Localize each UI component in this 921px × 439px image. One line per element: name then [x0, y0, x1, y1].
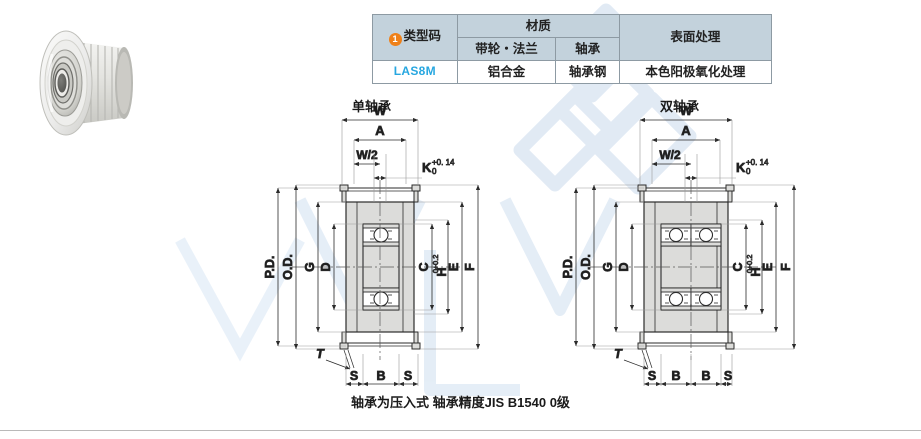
- dim-label-D: D: [319, 262, 333, 271]
- dim-label-S-right: S: [404, 369, 412, 383]
- dim-label-B-right: B: [701, 369, 710, 383]
- bearing-section-lower-right: [690, 287, 722, 311]
- dim-label-K-upper: +0. 14: [746, 158, 769, 167]
- dim-label-K-lower: 0: [746, 167, 751, 176]
- header-surface-treatment: 表面处理: [618, 14, 773, 61]
- dim-label-D: D: [617, 262, 631, 271]
- dim-label-PD: P.D.: [561, 256, 575, 279]
- header-pulley-flange: 带轮・法兰: [456, 37, 557, 61]
- bearing-section-upper: [362, 223, 400, 247]
- dim-label-W-half: W/2: [659, 148, 681, 162]
- cell-pulley-flange-material: 铝合金: [456, 60, 557, 84]
- cell-surface-treatment: 本色阳极氧化处理: [618, 60, 773, 84]
- dim-label-F: F: [779, 263, 793, 271]
- dim-label-W-half: W/2: [356, 148, 378, 162]
- bearing-section-lower-left: [660, 287, 692, 311]
- dim-label-T: T: [316, 347, 325, 361]
- dim-label-W: W: [374, 103, 387, 118]
- type-code-marker-icon: 1: [388, 33, 402, 46]
- dim-label-B: B: [376, 369, 385, 383]
- dim-label-G: G: [303, 262, 317, 272]
- header-bearing: 轴承: [555, 37, 620, 61]
- dim-label-K-lower: 0: [432, 167, 437, 176]
- dim-label-E: E: [447, 263, 461, 271]
- technical-drawing-single-bearing: W A W/2 K +0. 14 0 P.D. O.D. G: [263, 103, 481, 387]
- technical-drawing-double-bearing: W A W/2 K +0. 14 0 P.D. O.D. G: [561, 103, 797, 387]
- dim-label-H-upper: +0.2: [431, 255, 440, 270]
- product-photo: [22, 14, 154, 146]
- dim-label-PD: P.D.: [263, 256, 277, 279]
- drawing-title-double-bearing: 双轴承: [660, 99, 700, 114]
- dim-label-T: T: [614, 347, 623, 361]
- dim-label-C: C: [731, 262, 745, 271]
- header-type-code-label: 类型码: [403, 29, 442, 43]
- header-material: 材质: [456, 14, 620, 38]
- dim-label-H-lower: 0: [431, 269, 440, 273]
- cell-type-code: LAS8M: [372, 60, 458, 84]
- dim-label-S-left: S: [350, 369, 358, 383]
- bearing-hub: [47, 49, 83, 117]
- dim-label-A: A: [375, 123, 385, 138]
- drawing-note-caption: 轴承为压入式 轴承精度JIS B1540 0级: [351, 395, 570, 410]
- dim-label-OD: O.D.: [281, 254, 295, 280]
- dim-label-A: A: [681, 123, 691, 138]
- dim-label-E: E: [761, 263, 775, 271]
- dim-label-H-upper: +0.2: [745, 255, 754, 270]
- dim-label-S-right: S: [724, 369, 732, 383]
- dim-label-K: K: [736, 160, 746, 175]
- dim-label-F: F: [463, 263, 477, 271]
- bottom-divider: [0, 430, 921, 431]
- drawing-title-single-bearing: 单轴承: [352, 99, 392, 114]
- cell-bearing-material: 轴承钢: [555, 60, 620, 84]
- bearing-section-upper-left: [660, 223, 692, 247]
- dim-label-K-upper: +0. 14: [432, 158, 455, 167]
- dim-label-OD: O.D.: [579, 254, 593, 280]
- table-row: LAS8M 铝合金 轴承钢 本色阳极氧化处理: [372, 60, 773, 84]
- dim-label-B-left: B: [671, 369, 680, 383]
- bearing-section-lower: [362, 287, 400, 311]
- dim-label-S-left: S: [648, 369, 656, 383]
- dim-label-K: K: [422, 160, 432, 175]
- dim-label-C: C: [417, 262, 431, 271]
- bearing-section-upper-right: [690, 223, 722, 247]
- dim-label-H: H: [749, 267, 763, 276]
- dim-label-H-lower: 0: [745, 269, 754, 273]
- dim-label-G: G: [601, 262, 615, 272]
